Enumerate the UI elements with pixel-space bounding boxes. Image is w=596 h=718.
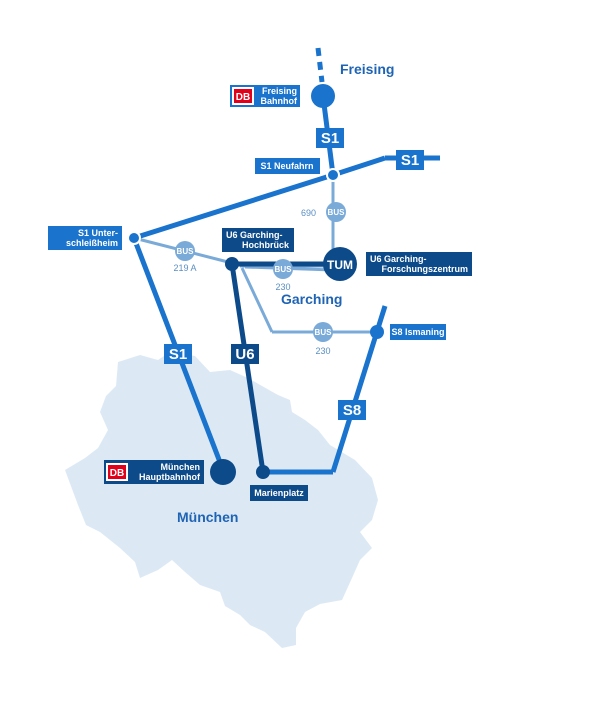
svg-text:schleißheim: schleißheim — [66, 238, 118, 248]
label-neufahrn: S1 Neufahrn — [255, 158, 320, 174]
station-neufahrn[interactable] — [326, 168, 340, 182]
svg-text:BUS: BUS — [315, 328, 333, 337]
svg-text:Hauptbahnhof: Hauptbahnhof — [139, 472, 201, 482]
svg-text:DB: DB — [110, 468, 124, 479]
line-badge-s1-east: S1 — [396, 150, 424, 170]
svg-text:S8 Ismaning: S8 Ismaning — [391, 327, 444, 337]
station-hauptbahnhof[interactable] — [210, 459, 236, 485]
svg-text:U6: U6 — [235, 346, 254, 363]
label-forschungszentrum: U6 Garching- Forschungszentrum — [366, 252, 472, 276]
label-ismaning: S8 Ismaning — [390, 324, 446, 340]
station-ismaning[interactable] — [370, 325, 384, 339]
svg-text:Bahnhof: Bahnhof — [261, 96, 298, 106]
svg-text:S1 Neufahrn: S1 Neufahrn — [260, 161, 313, 171]
line-badge-s1-west: S1 — [164, 344, 192, 364]
label-unterschleissheim: S1 Unter- schleißheim — [48, 226, 122, 250]
bus-stop-219a[interactable]: BUS — [175, 241, 195, 261]
svg-text:U6 Garching-: U6 Garching- — [226, 230, 283, 240]
svg-text:München: München — [161, 462, 201, 472]
svg-text:BUS: BUS — [177, 247, 195, 256]
svg-text:S8: S8 — [343, 402, 361, 419]
label-hauptbahnhof: DB München Hauptbahnhof — [104, 460, 204, 484]
line-badge-s8: S8 — [338, 400, 366, 420]
tum-logo: TUM — [327, 258, 353, 272]
svg-text:Forschungszentrum: Forschungszentrum — [381, 264, 468, 274]
svg-text:S1 Unter-: S1 Unter- — [78, 228, 118, 238]
station-hochbrueck[interactable] — [225, 257, 239, 271]
svg-text:DB: DB — [236, 92, 250, 103]
svg-text:S1: S1 — [169, 346, 187, 363]
svg-text:Hochbrück: Hochbrück — [242, 240, 290, 250]
label-freising-bahnhof: DB Freising Bahnhof — [230, 85, 300, 107]
svg-text:Marienplatz: Marienplatz — [254, 488, 304, 498]
munich-city-area — [65, 352, 378, 648]
svg-text:BUS: BUS — [328, 208, 346, 217]
bus-route-690-label: 690 — [301, 208, 316, 218]
svg-text:BUS: BUS — [275, 265, 293, 274]
bus-stop-230-bottom[interactable]: BUS — [313, 322, 333, 342]
city-label-freising: Freising — [340, 61, 394, 77]
station-freising[interactable] — [311, 84, 335, 108]
svg-text:S1: S1 — [321, 130, 339, 147]
line-badge-u6: U6 — [231, 344, 259, 364]
bus-route-230-bottom-label: 230 — [315, 346, 330, 356]
svg-text:TUM: TUM — [327, 258, 353, 272]
station-forschungszentrum[interactable] — [323, 247, 357, 281]
bus-route-219a-label: 219 A — [173, 263, 196, 273]
svg-text:S1: S1 — [401, 152, 419, 169]
station-marienplatz[interactable] — [256, 465, 270, 479]
city-label-muenchen: München — [177, 509, 238, 525]
bus-route-230-top-label: 230 — [275, 282, 290, 292]
svg-text:Freising: Freising — [262, 86, 297, 96]
bus-stop-230-top[interactable]: BUS — [273, 259, 293, 279]
svg-text:U6 Garching-: U6 Garching- — [370, 254, 427, 264]
line-badge-s1-north: S1 — [316, 128, 344, 148]
label-hochbrueck: U6 Garching- Hochbrück — [222, 228, 294, 252]
bus-stop-690[interactable]: BUS — [326, 202, 346, 222]
label-marienplatz: Marienplatz — [250, 485, 308, 501]
station-unterschleissheim[interactable] — [127, 231, 141, 245]
city-label-garching: Garching — [281, 291, 342, 307]
